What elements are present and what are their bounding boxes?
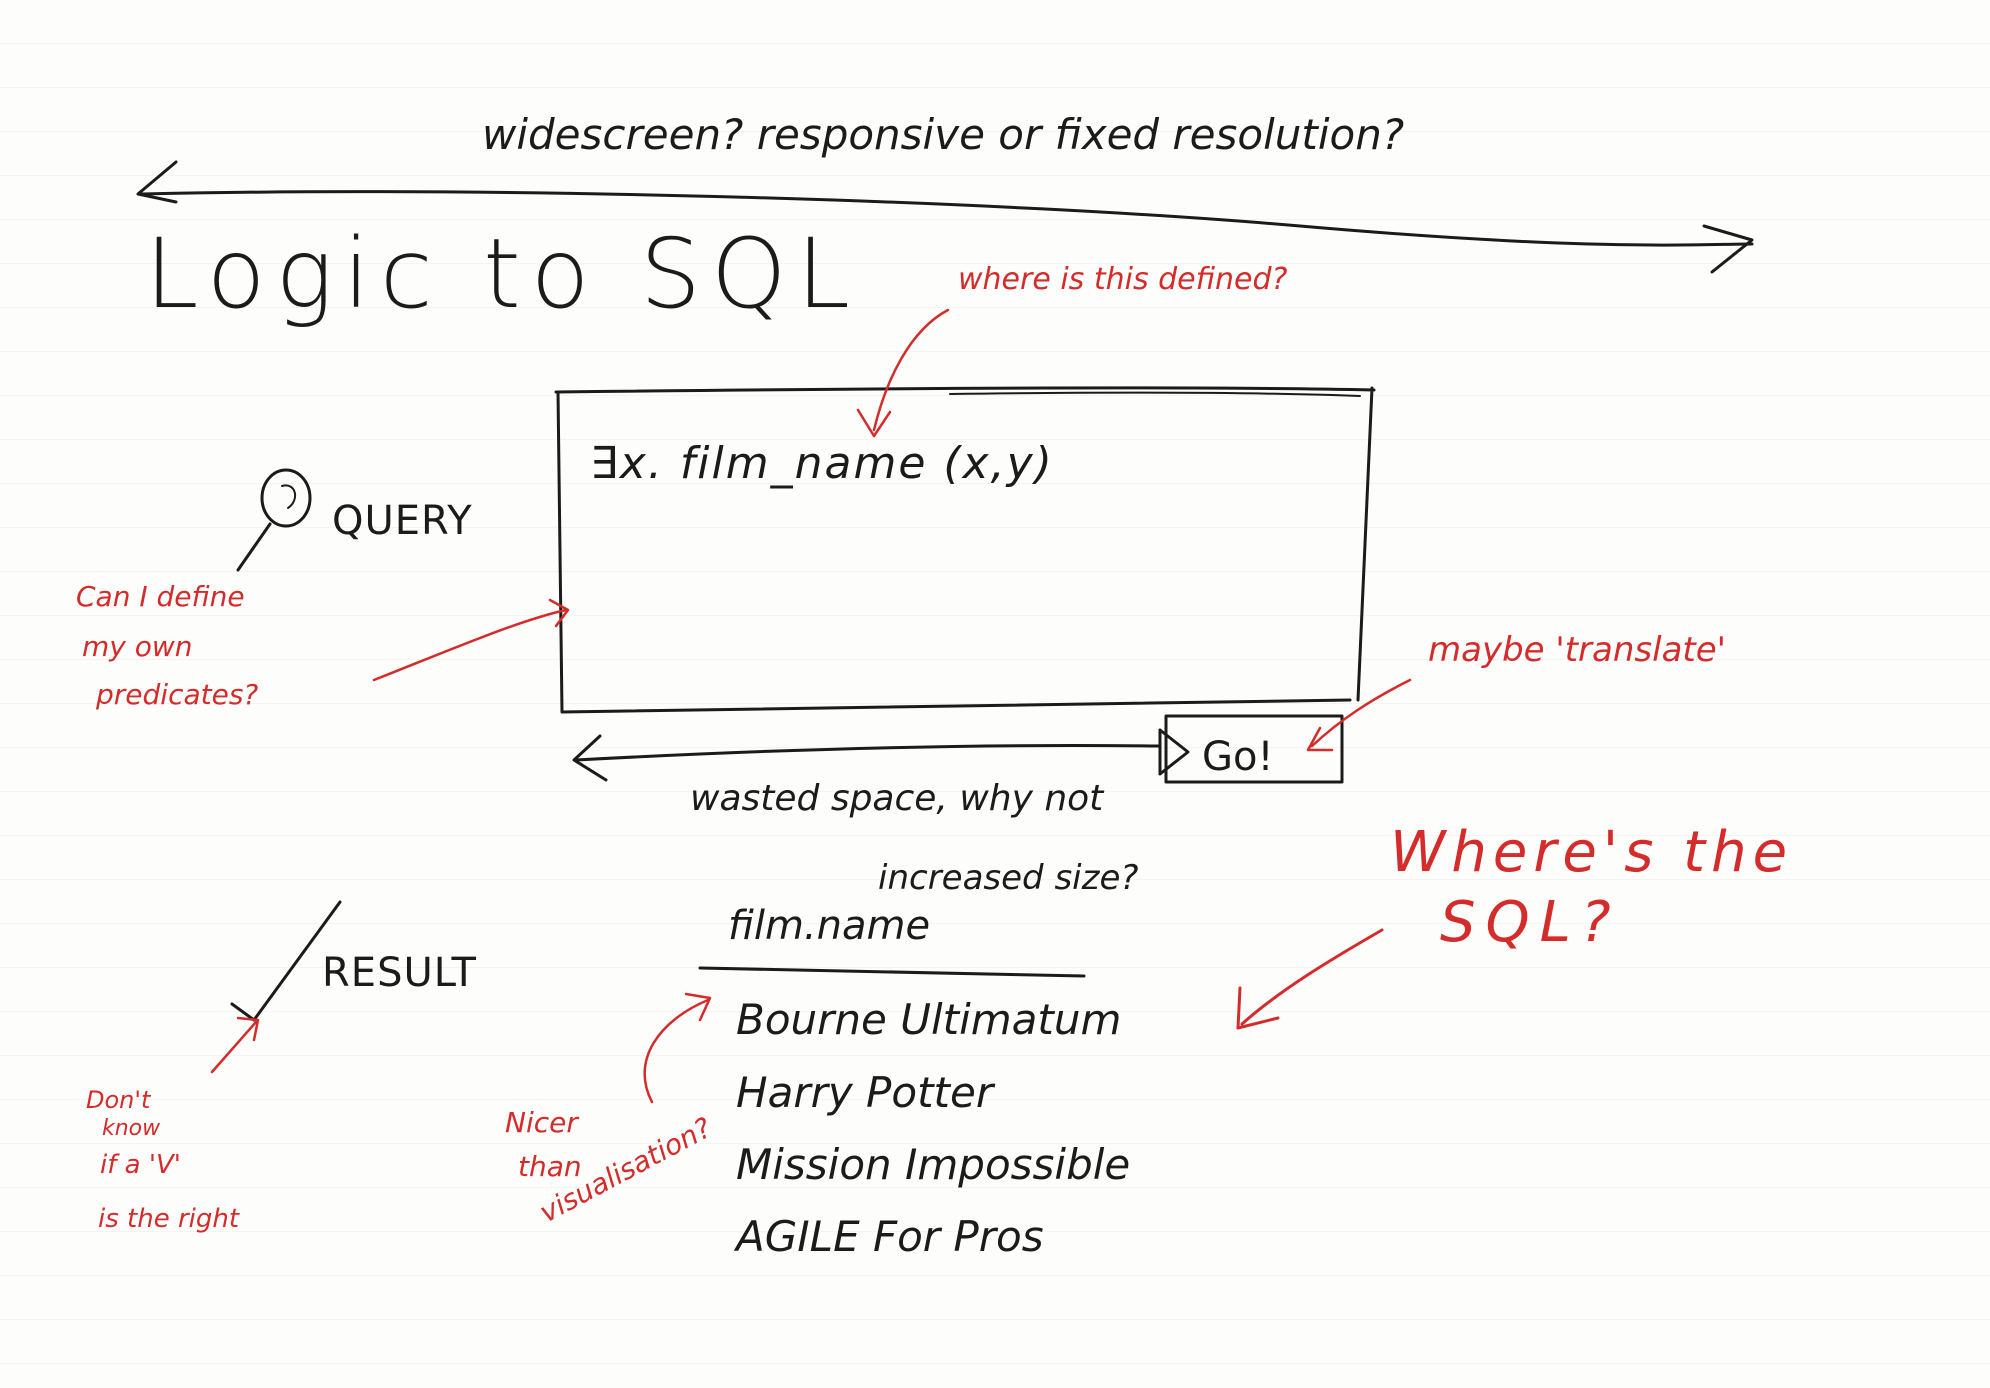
result-column-header: film.name <box>728 903 931 949</box>
wheres-sql-note-line1: Where's the <box>1390 820 1794 885</box>
query-input-value: ∃x. film_name (x,y) <box>590 438 1054 489</box>
define-predicates-note-line1: Can I define <box>76 580 245 613</box>
define-predicates-note-line3: predicates? <box>96 678 259 711</box>
result-icon-note-line2: know <box>102 1116 161 1141</box>
page-title: Logic to SQL <box>145 218 860 330</box>
visualisation-note-line1: Nicer <box>505 1106 578 1139</box>
magnifier-icon <box>260 468 312 528</box>
column-underline <box>698 966 1086 978</box>
width-arrow-left-head <box>136 160 178 204</box>
red-arrow-wheres-sql <box>1240 928 1384 1026</box>
result-icon-note-line1: Don't <box>86 1086 151 1114</box>
where-defined-note: where is this defined? <box>958 262 1288 297</box>
translate-note: maybe 'translate' <box>1428 630 1727 670</box>
result-row: Bourne Ultimatum <box>736 995 1122 1044</box>
width-arrow-right-head <box>1702 224 1754 274</box>
result-row: AGILE For Pros <box>736 1212 1044 1261</box>
increased-size-note: increased size? <box>878 858 1139 898</box>
result-label: RESULT <box>322 950 477 996</box>
layout-question-note: widescreen? responsive or fixed resoluti… <box>482 110 1405 159</box>
red-arrow-where-defined <box>872 308 950 432</box>
red-arrow-visualisation <box>643 998 710 1104</box>
query-label: QUERY <box>332 498 473 544</box>
width-arrow-line <box>140 190 1754 247</box>
go-button-box <box>1164 714 1344 784</box>
go-button-label: Go! <box>1202 734 1274 780</box>
result-icon-note-line4: is the right <box>98 1204 240 1234</box>
result-row: Harry Potter <box>736 1068 994 1117</box>
query-box-outline <box>554 386 1376 714</box>
red-arrow-translate <box>1310 678 1412 748</box>
red-arrow-predicates <box>372 608 568 682</box>
result-icon-note-line3: if a 'V' <box>100 1150 181 1180</box>
visualisation-note-line2: than <box>518 1150 582 1183</box>
wheres-sql-note-line2: SQL? <box>1440 890 1621 955</box>
red-arrow-result-icon <box>210 1020 258 1074</box>
wasted-space-note: wasted space, why not <box>690 778 1104 819</box>
wasted-space-arrow <box>574 744 1160 762</box>
result-row: Mission Impossible <box>736 1140 1131 1189</box>
play-icon <box>1158 728 1190 776</box>
define-predicates-note-line2: my own <box>82 630 193 663</box>
